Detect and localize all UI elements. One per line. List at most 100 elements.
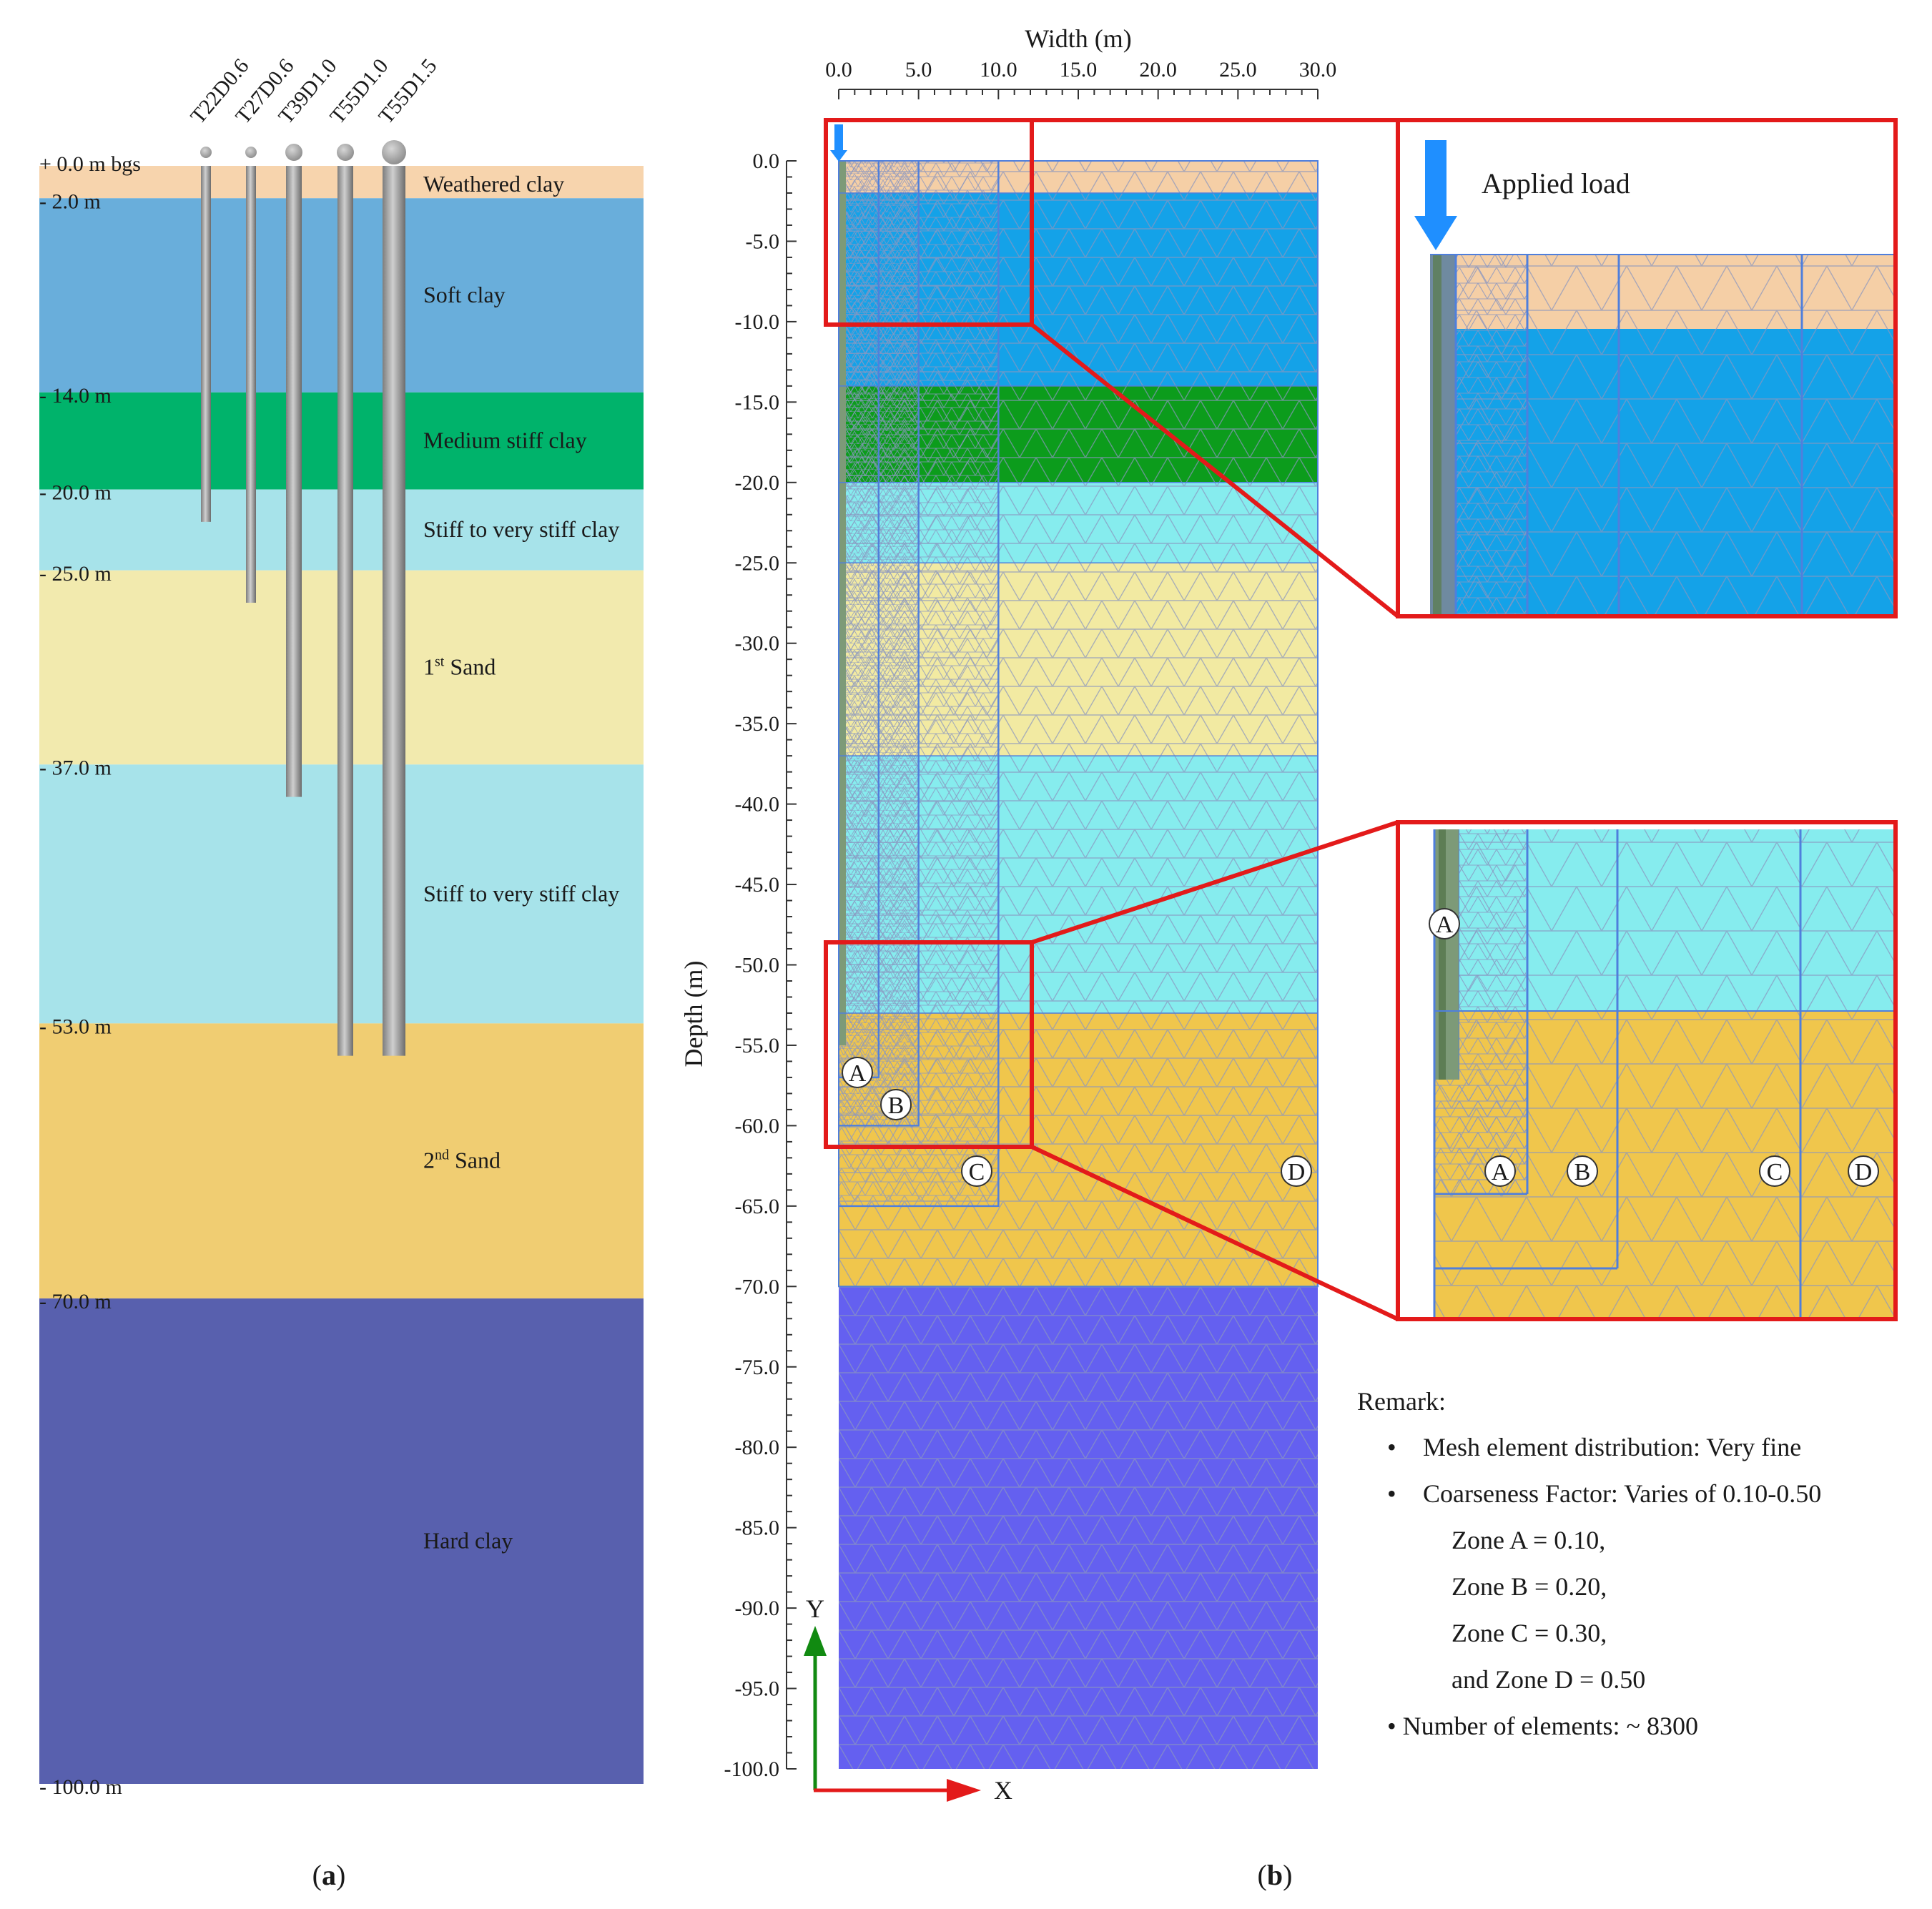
remark-zone-d: and Zone D = 0.50 [1452, 1665, 1645, 1694]
y-tick-label: -75.0 [735, 1356, 780, 1379]
depth-label: - 14.0 m [39, 384, 112, 408]
depth-ticks: + 0.0 m bgs- 2.0 m- 14.0 m- 20.0 m- 25.0… [39, 152, 141, 1799]
x-axis-title: Width (m) [1025, 24, 1132, 53]
soil-layer [39, 1023, 644, 1299]
x-tick-label: 10.0 [980, 58, 1017, 82]
piles [200, 140, 406, 1056]
y-tick-label: -20.0 [735, 471, 780, 495]
caption-b: (b) [1258, 1859, 1293, 1891]
remark-title: Remark: [1357, 1387, 1446, 1416]
y-tick-label: 0.0 [753, 149, 780, 173]
svg-text:A: A [1492, 1159, 1509, 1185]
y-tick-label: -35.0 [735, 712, 780, 736]
pile-head [382, 140, 406, 164]
soil-layer-label: Weathered clay [423, 171, 564, 197]
caption-a: (a) [312, 1859, 346, 1891]
pile-in-mesh [839, 161, 846, 1045]
y-tick-label: -60.0 [735, 1114, 780, 1138]
soil-layer [39, 1298, 644, 1784]
zone-label: C [961, 1155, 992, 1187]
zone-boundary [839, 161, 1000, 1208]
y-tick-label: -40.0 [735, 793, 780, 817]
x-tick-label: 30.0 [1299, 58, 1337, 82]
x-tick-label: 15.0 [1060, 58, 1098, 82]
y-tick-label: -25.0 [735, 551, 780, 575]
depth-label: + 0.0 m bgs [39, 152, 141, 176]
remark-bullet-dot: • [1387, 1479, 1396, 1508]
load-arrow-shaft [1425, 140, 1446, 217]
pile-head [200, 147, 212, 158]
y-tick-label: -30.0 [735, 632, 780, 656]
zone-label: D [1281, 1155, 1312, 1187]
mesh-domain [838, 160, 1319, 1769]
pile-shaft [201, 166, 211, 522]
soil-layer-label: Soft clay [423, 282, 506, 307]
pile-shaft [383, 166, 405, 1056]
y-tick-label: -90.0 [735, 1597, 780, 1620]
remark-block: Remark: • Mesh element distribution: Ver… [1357, 1387, 1821, 1740]
zoom-inset-top: Applied load [1396, 118, 1898, 618]
y-axis: 0.0-5.0-10.0-15.0-20.0-25.0-30.0-35.0-40… [724, 149, 797, 1781]
x-tick-label: 25.0 [1219, 58, 1257, 82]
soil-layer-label: Stiff to very stiff clay [423, 516, 619, 542]
zone-labels-main: AB C D [842, 1057, 1312, 1187]
y-tick-label: -70.0 [735, 1275, 780, 1298]
zone-label: A [842, 1057, 873, 1088]
depth-label: - 100.0 m [39, 1775, 122, 1799]
applied-load-label: Applied load [1482, 167, 1630, 199]
y-tick-label: -55.0 [735, 1034, 780, 1057]
y-tick-label: -65.0 [735, 1195, 780, 1218]
load-arrow-small [830, 124, 847, 162]
pile-head [337, 144, 354, 161]
y-axis-title: Depth (m) [679, 961, 708, 1067]
y-tick-label: -100.0 [724, 1757, 780, 1781]
remark-bullet-dot: • [1387, 1433, 1396, 1461]
pile-shaft [246, 166, 256, 603]
mesh-outline [838, 160, 1319, 1288]
remark-zone-b: Zone B = 0.20, [1452, 1572, 1607, 1601]
soil-layer-label: Medium stiff clay [423, 428, 587, 453]
depth-label: - 25.0 m [39, 562, 112, 586]
zone-label: B [1567, 1155, 1598, 1187]
highlight-box-bottom [824, 940, 1034, 1149]
remark-bullet-2: Coarseness Factor: Varies of 0.10-0.50 [1423, 1479, 1821, 1508]
svg-text:B: B [888, 1092, 905, 1119]
depth-label: - 2.0 m [39, 189, 101, 213]
pile-head [245, 147, 257, 158]
y-tick-label: -95.0 [735, 1677, 780, 1701]
svg-text:D: D [1288, 1159, 1306, 1185]
depth-label: - 37.0 m [39, 756, 112, 779]
x-tick-label: 5.0 [905, 58, 932, 82]
x-tick-label: 0.0 [825, 58, 852, 82]
y-tick-label: -85.0 [735, 1516, 780, 1540]
y-tick-label: -15.0 [735, 390, 780, 414]
highlight-box-top [824, 118, 1034, 327]
svg-text:A: A [849, 1060, 867, 1087]
remark-bullet-3: • Number of elements: ~ 8300 [1387, 1712, 1698, 1740]
axis-x-label: X [994, 1776, 1012, 1805]
remark-zone-c: Zone C = 0.30, [1452, 1619, 1607, 1647]
soil-layer-label: Stiff to very stiff clay [423, 880, 619, 906]
depth-label: - 53.0 m [39, 1015, 112, 1038]
svg-text:C: C [969, 1159, 985, 1185]
panel-b-mesh-model: Width (m) 0.0 5.0 10.0 15.0 20.0 25.0 30.0 Dep… [679, 24, 1898, 1891]
zone-label: A [1484, 1155, 1516, 1187]
connector-line [1030, 322, 1399, 618]
zone-label: A [1429, 908, 1460, 939]
load-arrow-head [1414, 216, 1457, 250]
coordinate-axes-indicator: Y X [804, 1594, 1012, 1805]
y-tick-label: -50.0 [735, 954, 780, 977]
zone-label: C [1759, 1155, 1790, 1187]
svg-text:A: A [1436, 912, 1454, 938]
pile-shaft [337, 166, 353, 1056]
x-tick-label: 20.0 [1139, 58, 1177, 82]
svg-text:C: C [1767, 1159, 1783, 1185]
pile-head [285, 144, 302, 161]
zone-label: B [880, 1089, 912, 1120]
soil-layer-label: 2nd Sand [423, 1148, 501, 1173]
